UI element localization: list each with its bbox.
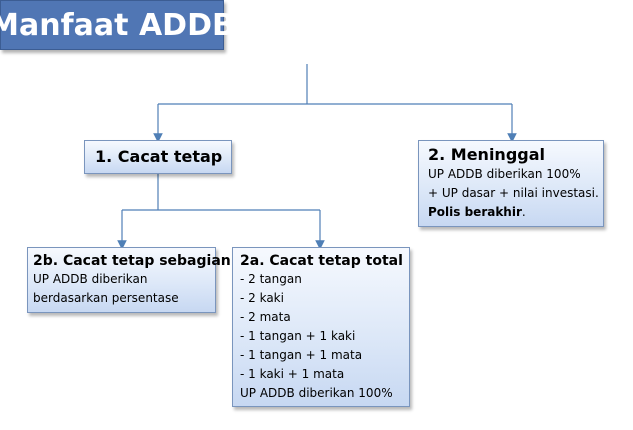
list-item: - 1 tangan + 1 mata (240, 348, 363, 362)
list-item: - 2 tangan (240, 272, 302, 286)
node-cacat-tetap-heading: 1. Cacat tetap (95, 147, 223, 166)
node-meninggal-heading: 2. Meninggal (428, 145, 546, 164)
node-meninggal: 2. Meninggal UP ADDB diberikan 100% + UP… (418, 140, 604, 227)
node-sebagian-heading: 2b. Cacat tetap sebagian (33, 253, 231, 269)
meninggal-line-1: UP ADDB diberikan 100% (428, 167, 581, 181)
total-condition-list: - 2 tangan - 2 kaki - 2 mata - 1 tangan … (240, 270, 409, 384)
meninggal-line-2: + UP dasar + nilai investasi. (428, 186, 599, 200)
diagram-title: Manfaat ADDB (0, 0, 235, 50)
node-cacat-tetap: 1. Cacat tetap (84, 140, 232, 174)
meninggal-line-3-period: . (521, 205, 526, 219)
list-item: - 2 mata (240, 310, 291, 324)
node-cacat-tetap-total: 2a. Cacat tetap total - 2 tangan - 2 kak… (232, 247, 410, 407)
total-footer: UP ADDB diberikan 100% (240, 386, 393, 400)
sebagian-line-2: berdasarkan persentase (33, 291, 179, 305)
sebagian-line-1: UP ADDB diberikan (33, 272, 148, 286)
meninggal-polis-berakhir: Polis berakhir (428, 205, 522, 219)
list-item: - 2 kaki (240, 291, 284, 305)
meninggal-line-3: Polis berakhir. (428, 203, 603, 222)
node-cacat-tetap-sebagian: 2b. Cacat tetap sebagian UP ADDB diberik… (27, 247, 231, 313)
node-total-heading: 2a. Cacat tetap total (240, 253, 403, 269)
list-item: - 1 tangan + 1 kaki (240, 329, 356, 343)
list-item: - 1 kaki + 1 mata (240, 367, 345, 381)
